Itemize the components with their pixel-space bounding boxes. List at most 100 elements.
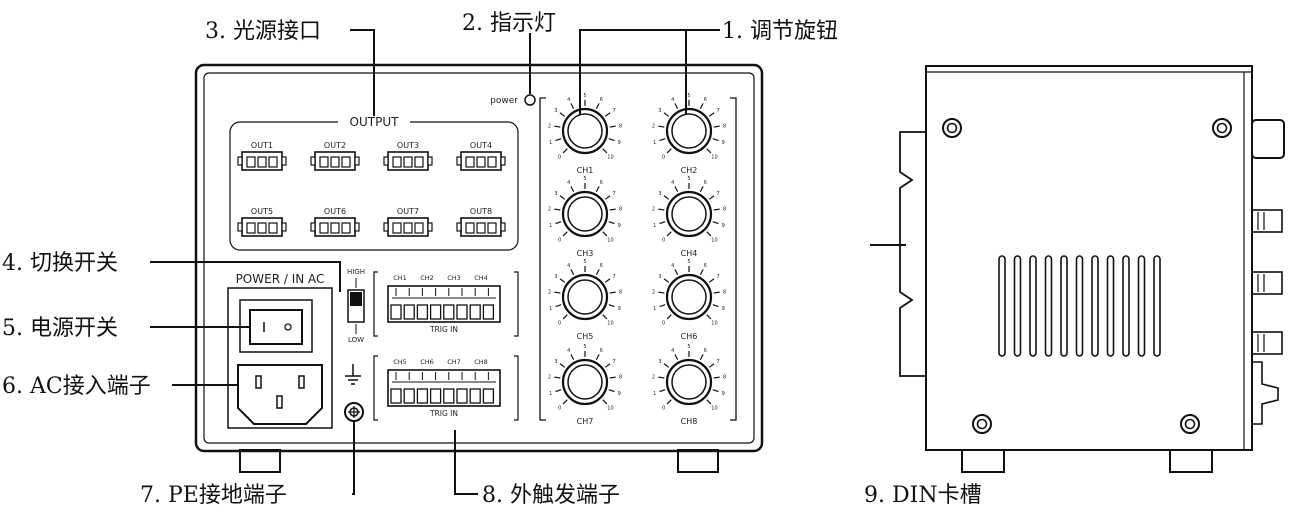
knob-scale-7-7: 7 (717, 359, 720, 365)
trig-top-terminal-4 (429, 304, 442, 320)
trig-bottom-terminal-4 (429, 388, 442, 404)
side-power-plug (1252, 361, 1279, 425)
output-connector-5[interactable] (237, 217, 287, 237)
trig-bottom-ch-2: CH6 (420, 358, 434, 366)
knob-scale-1-10: 10 (711, 154, 717, 160)
side-vents (998, 255, 1161, 357)
knob-scale-6-5: 5 (583, 344, 586, 350)
trig-top-terminal-2 (403, 304, 415, 320)
knob-scale-0-0: 0 (558, 154, 561, 160)
knob-scale-6-3: 3 (554, 359, 557, 365)
trig-top-ch-4: CH4 (474, 274, 488, 282)
knob-scale-1-9: 9 (722, 140, 725, 146)
vent-slot-8 (1106, 255, 1115, 357)
switch-low-label: LOW (348, 336, 364, 344)
callout-9: 9. DIN卡槽 (864, 483, 982, 508)
knob-scale-5-4: 4 (671, 263, 674, 269)
side-knob-stub (1251, 119, 1285, 159)
callout-6: 6. AC接入端子 (2, 374, 151, 399)
knob-scale-0-3: 3 (554, 108, 557, 114)
knob-scale-1-3: 3 (658, 108, 661, 114)
output-label-2: OUT2 (324, 141, 346, 150)
trig-top-label: TRIG IN (429, 325, 458, 334)
vent-slot-5 (1060, 255, 1068, 357)
knob-scale-0-10: 10 (607, 154, 613, 160)
knob-scale-2-8: 8 (619, 206, 622, 212)
knob-scale-7-0: 0 (662, 405, 665, 411)
side-connector-1 (1251, 209, 1283, 233)
knob-scale-1-6: 6 (704, 97, 707, 103)
front-foot-left (239, 449, 281, 473)
trig-bottom-terminal-3 (416, 388, 429, 404)
knob-scale-7-8: 8 (723, 374, 726, 380)
knob-area-bracket (539, 97, 737, 421)
power-module-frame (227, 287, 333, 429)
knob-label-4: CH4 (681, 249, 698, 258)
knob-scale-4-5: 5 (583, 259, 586, 265)
knob-label-8: CH8 (681, 417, 698, 426)
knob-scale-3-9: 9 (722, 223, 725, 229)
power-indicator-led (524, 94, 536, 106)
knob-scale-1-5: 5 (687, 93, 690, 99)
knob-scale-3-8: 8 (723, 206, 726, 212)
knob-scale-7-1: 1 (653, 391, 656, 397)
side-foot-left (961, 449, 1005, 473)
callout-2: 2. 指示灯 (462, 11, 556, 36)
side-connector-3 (1251, 331, 1283, 355)
knob-scale-0-6: 6 (600, 97, 603, 103)
output-connector-6[interactable] (310, 217, 360, 237)
output-connector-8[interactable] (456, 217, 506, 237)
output-connector-3[interactable] (383, 151, 433, 171)
front-housing-outer (194, 63, 764, 453)
knob-label-3: CH3 (577, 249, 594, 258)
knob-scale-2-10: 10 (607, 237, 613, 243)
ac-inlet[interactable] (237, 364, 323, 425)
trig-top-terminal-1 (390, 304, 402, 320)
trig-bottom-ch-4: CH8 (474, 358, 488, 366)
trig-bottom-bracket (373, 355, 519, 421)
vent-slot-3 (1029, 255, 1037, 357)
output-connector-4[interactable] (456, 151, 506, 171)
front-housing-inner (203, 72, 755, 444)
output-connector-7[interactable] (383, 217, 433, 237)
output-connector-2[interactable] (310, 151, 360, 171)
power-switch[interactable] (249, 309, 303, 345)
knob-scale-3-5: 5 (687, 176, 690, 182)
trig-top-terminal-5 (443, 304, 455, 320)
ac-pin-earth (276, 395, 283, 409)
knob-label-5: CH5 (577, 332, 594, 341)
knob-scale-2-0: 0 (558, 237, 561, 243)
knob-scale-3-7: 7 (717, 191, 720, 197)
knob-scale-6-1: 1 (549, 391, 552, 397)
vent-slot-4 (1044, 255, 1053, 357)
knob-scale-5-9: 9 (722, 306, 725, 312)
side-foot-right (1169, 449, 1213, 473)
knob-label-6: CH6 (681, 332, 698, 341)
vent-slot-11 (1153, 255, 1161, 357)
knob-scale-4-9: 9 (618, 306, 621, 312)
high-low-switch-lever (350, 292, 362, 306)
front-foot-right (677, 449, 719, 473)
trig-bottom-ch-1: CH5 (393, 358, 407, 366)
knob-scale-2-6: 6 (600, 180, 603, 186)
knob-label-2: CH2 (681, 166, 698, 175)
output-connector-1[interactable] (237, 151, 287, 171)
knob-scale-4-6: 6 (600, 263, 603, 269)
knob-scale-3-6: 6 (704, 180, 707, 186)
callout-7: 7. PE接地端子 (140, 483, 287, 508)
knob-scale-7-10: 10 (711, 405, 717, 411)
knob-label-7: CH7 (577, 417, 594, 426)
trig-top-terminal-6 (456, 304, 468, 320)
